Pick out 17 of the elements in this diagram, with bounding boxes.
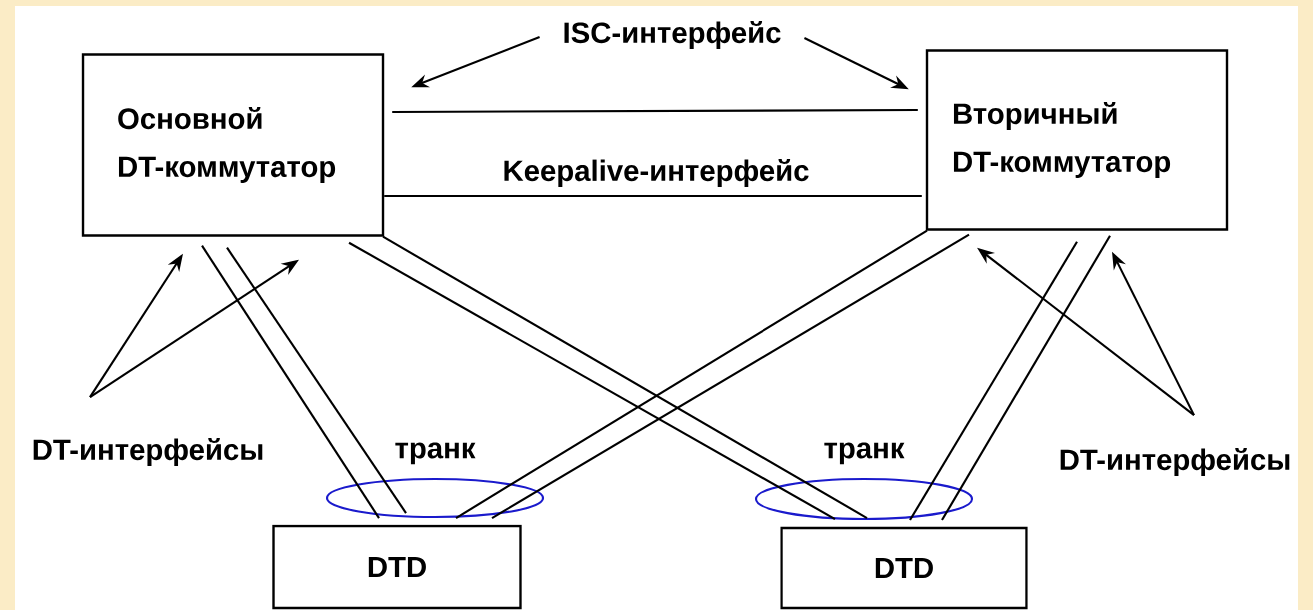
interface-label: DT-интерфейсы bbox=[1060, 448, 1290, 476]
interface-label: DT-интерфейсы bbox=[33, 438, 263, 466]
device-box: DTD bbox=[272, 524, 522, 610]
node-label: транк bbox=[395, 442, 476, 465]
edge-label: Keepalive-интерфейс bbox=[499, 156, 813, 190]
link-line bbox=[384, 194, 922, 198]
link-line bbox=[941, 235, 1111, 521]
link-line bbox=[201, 245, 380, 519]
link-line bbox=[392, 108, 918, 114]
switch-box: Вторичный DT-коммутатор bbox=[925, 49, 1229, 231]
switch-box: Основной DT-коммутатор bbox=[81, 53, 385, 237]
link-line bbox=[909, 241, 1078, 521]
interface-label: ISC-интерфейс bbox=[564, 21, 781, 49]
link-line bbox=[226, 247, 407, 514]
device-box: DTD bbox=[780, 526, 1028, 610]
node-label: транк bbox=[824, 442, 905, 465]
link-line bbox=[491, 233, 970, 519]
